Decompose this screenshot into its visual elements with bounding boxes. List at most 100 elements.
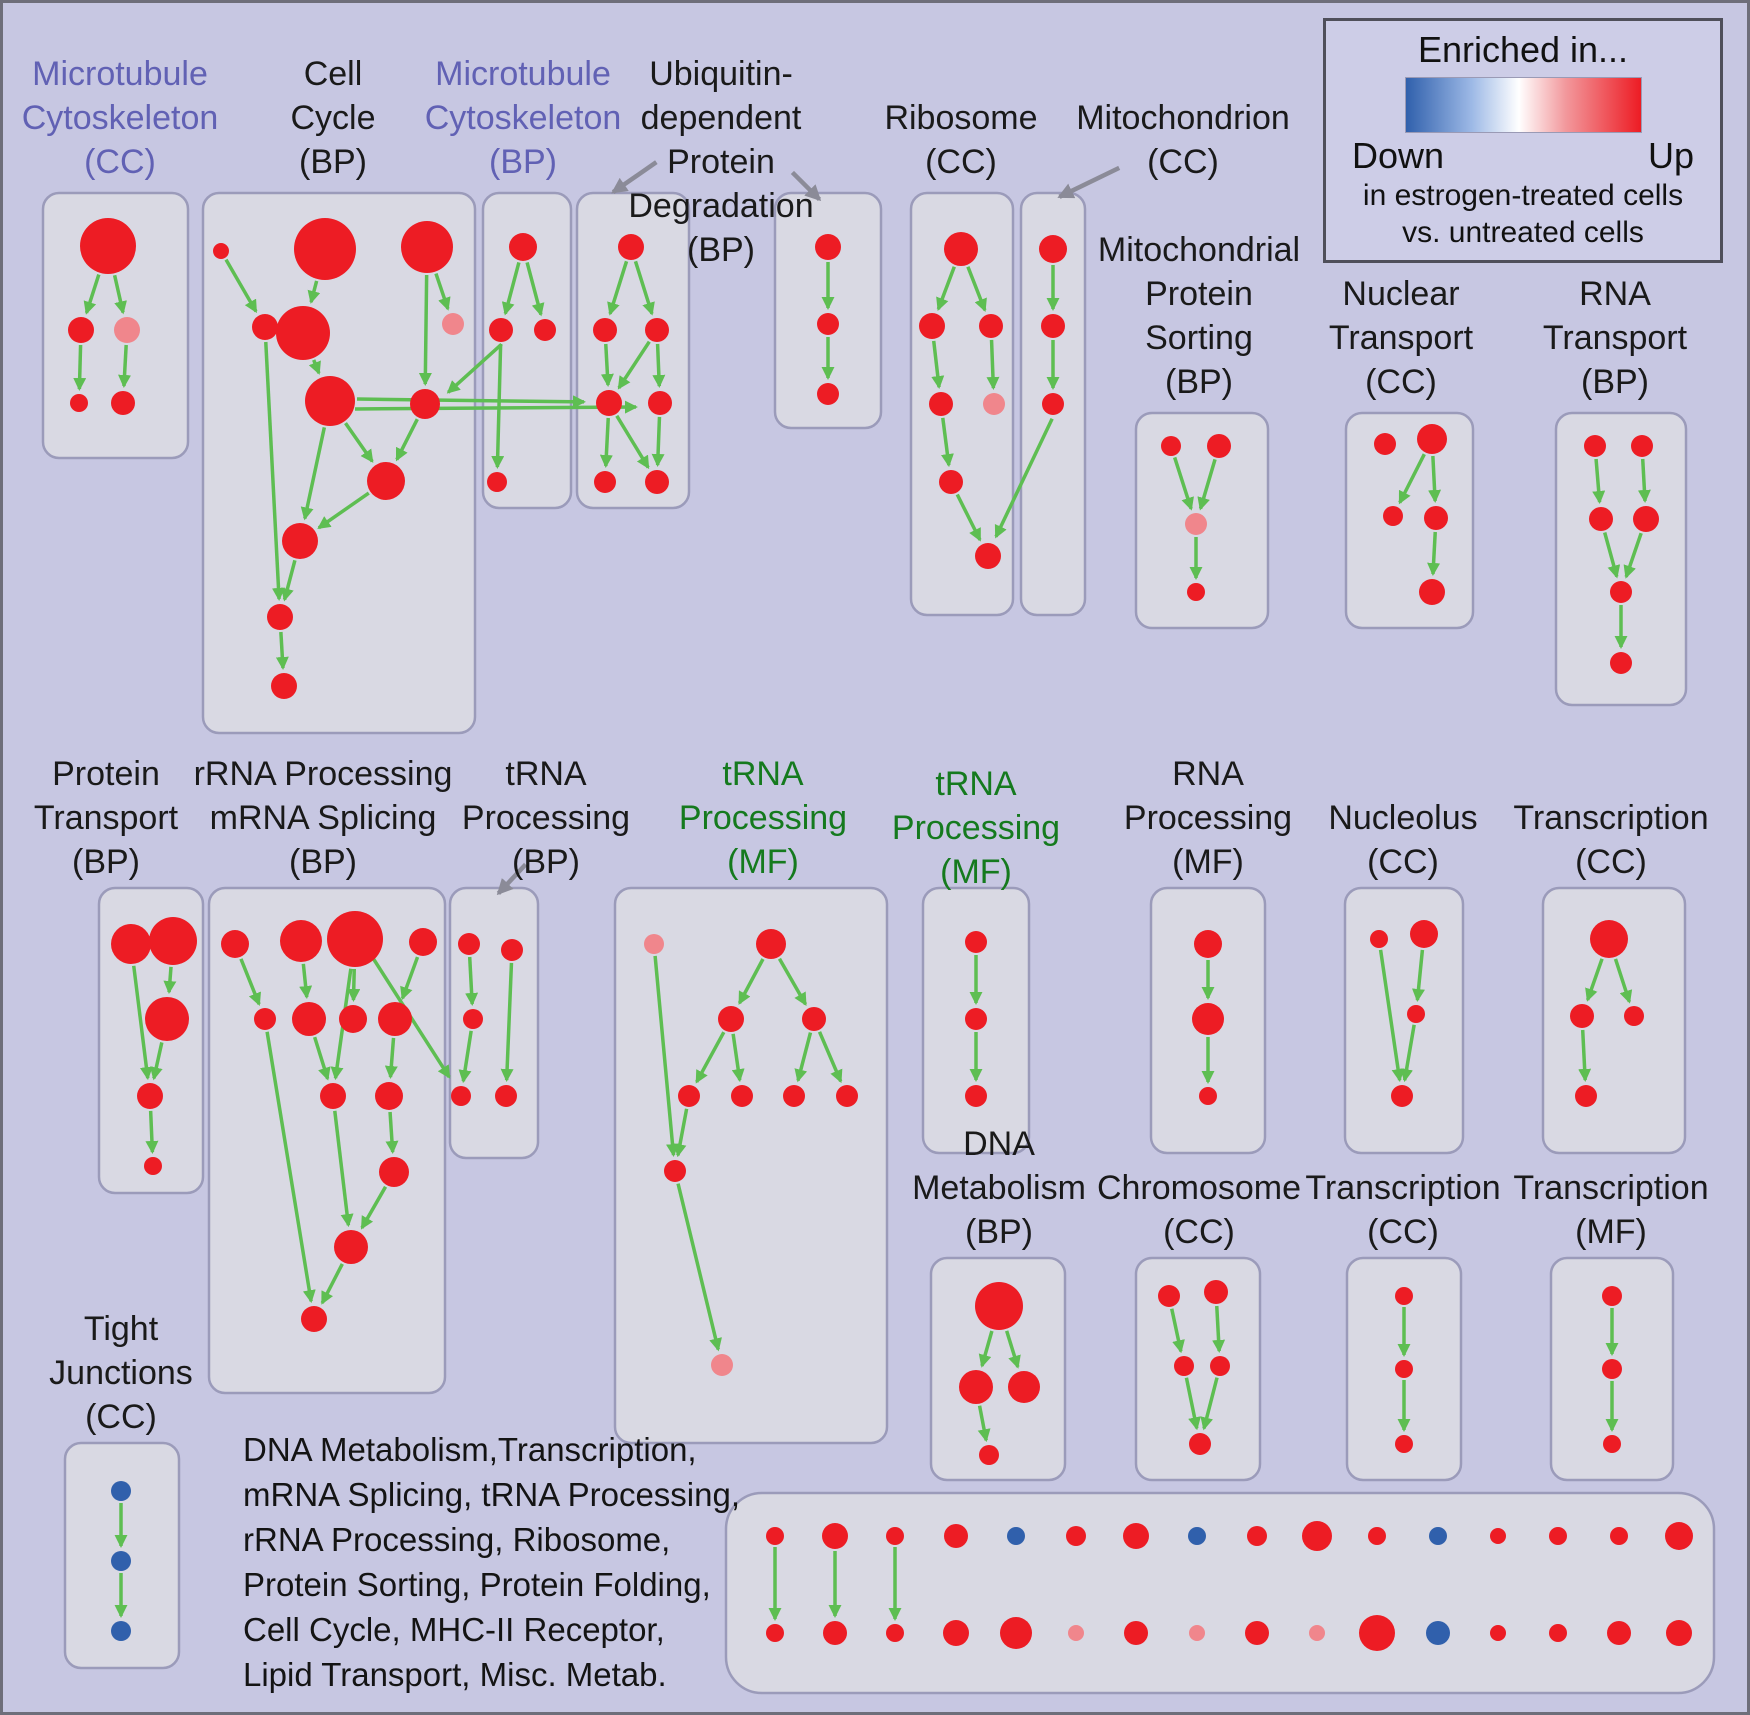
go-term-node xyxy=(1417,424,1447,454)
go-term-node xyxy=(1008,1371,1040,1403)
go-term-node xyxy=(886,1527,904,1545)
go-term-node xyxy=(1199,1087,1217,1105)
go-term-node xyxy=(280,920,322,962)
caption-line-5: Cell Cycle, MHC-II Receptor, xyxy=(243,1611,665,1648)
edge-arrow xyxy=(1585,958,1604,1002)
edge-arrow xyxy=(1170,1308,1185,1354)
go-term-node xyxy=(463,1009,483,1029)
go-term-node xyxy=(1607,1621,1631,1645)
go-term-node xyxy=(487,472,507,492)
go-term-node xyxy=(327,911,383,967)
go-term-node xyxy=(718,1006,744,1032)
group-box-ubiquitin-degradation-bp xyxy=(575,191,691,510)
go-term-node xyxy=(495,1085,517,1107)
go-term-node xyxy=(401,221,453,273)
edge-arrow xyxy=(1400,1024,1416,1083)
edge-arrow xyxy=(239,958,261,1006)
go-term-node xyxy=(276,306,330,360)
go-term-node xyxy=(68,317,94,343)
edge-arrow xyxy=(465,956,479,1006)
go-term-node xyxy=(817,313,839,335)
go-term-node xyxy=(282,523,318,559)
go-term-node xyxy=(1610,1527,1628,1545)
go-term-node xyxy=(442,313,464,335)
go-term-node xyxy=(944,1524,968,1548)
go-term-node xyxy=(1426,1621,1450,1645)
edge-arrow xyxy=(344,422,374,463)
edge-arrow xyxy=(500,962,514,1082)
go-term-node xyxy=(1665,1522,1693,1550)
label-pointer-arrow xyxy=(1057,165,1121,199)
go-term-node xyxy=(886,1624,904,1642)
legend-box: Enriched in... Down Up in estrogen-treat… xyxy=(1323,18,1723,263)
edge-arrow xyxy=(1427,531,1441,576)
edge-arrow xyxy=(360,1185,388,1230)
edge-arrow xyxy=(265,1031,316,1304)
group-label-transcription-cc-1: Transcription(CC) xyxy=(1513,799,1708,881)
edge-arrow xyxy=(978,1330,994,1368)
edge-arrow xyxy=(73,344,87,391)
go-term-node xyxy=(822,1523,848,1549)
go-term-node xyxy=(137,1083,163,1109)
group-box-rna-transport-bp xyxy=(1554,411,1688,707)
go-term-node xyxy=(114,317,140,343)
go-term-node xyxy=(1302,1521,1332,1551)
go-term-node xyxy=(1395,1435,1413,1453)
edge-arrow xyxy=(1578,1029,1592,1082)
go-term-node xyxy=(836,1085,858,1107)
go-term-node xyxy=(1575,1085,1597,1107)
label-pointer-arrow xyxy=(496,862,528,896)
legend-gradient-bar xyxy=(1404,77,1642,133)
go-term-node xyxy=(664,1160,686,1182)
edge-arrow xyxy=(1200,1377,1219,1431)
group-label-ribosome-cc: Ribosome(CC) xyxy=(884,99,1037,181)
caption-line-1: DNA Metabolism,Transcription, xyxy=(243,1431,697,1468)
go-term-node xyxy=(1603,1435,1621,1453)
go-term-node xyxy=(1247,1526,1267,1546)
edge-arrow xyxy=(501,262,521,316)
go-term-node xyxy=(1124,1621,1148,1645)
edge-arrow xyxy=(1613,958,1633,1004)
go-term-node xyxy=(1490,1625,1506,1641)
go-term-node xyxy=(979,1445,999,1465)
go-term-node xyxy=(1007,1527,1025,1545)
go-term-node xyxy=(711,1354,733,1376)
edge-arrow xyxy=(955,493,982,542)
go-term-node xyxy=(301,1306,327,1332)
edge-arrow xyxy=(966,266,987,312)
edge-arrow xyxy=(312,1036,331,1081)
group-box-trna-processing-bp xyxy=(448,886,540,1160)
go-term-node xyxy=(252,314,278,340)
go-term-node xyxy=(919,313,945,339)
edge-arrow xyxy=(615,414,650,470)
go-term-node xyxy=(1395,1360,1413,1378)
edge-arrow xyxy=(653,955,679,1158)
go-term-node xyxy=(254,1008,276,1030)
misc-cluster-caption: DNA Metabolism,Transcription, mRNA Splic… xyxy=(243,1427,740,1697)
go-term-node xyxy=(1042,393,1064,415)
group-box-ubiquitin-degradation-bp-2 xyxy=(773,191,883,430)
go-term-node xyxy=(965,931,987,953)
label-pointer-arrow xyxy=(611,160,658,194)
edge-arrow xyxy=(458,1030,473,1084)
group-box-microtubule-cytoskeleton-bp xyxy=(481,191,573,510)
edge-arrow xyxy=(1184,1377,1201,1431)
go-term-node xyxy=(267,604,293,630)
go-term-node xyxy=(410,389,440,419)
edge-arrow xyxy=(1623,532,1643,579)
edge-arrow xyxy=(986,339,1000,390)
go-term-node xyxy=(645,470,669,494)
edge-arrow xyxy=(434,272,451,311)
go-term-node xyxy=(70,394,88,412)
edge-arrow xyxy=(307,280,321,304)
go-term-node xyxy=(271,673,297,699)
edge-arrow xyxy=(599,417,613,468)
edge-arrow xyxy=(777,957,808,1006)
go-term-node xyxy=(1633,506,1659,532)
go-term-node xyxy=(1194,930,1222,958)
